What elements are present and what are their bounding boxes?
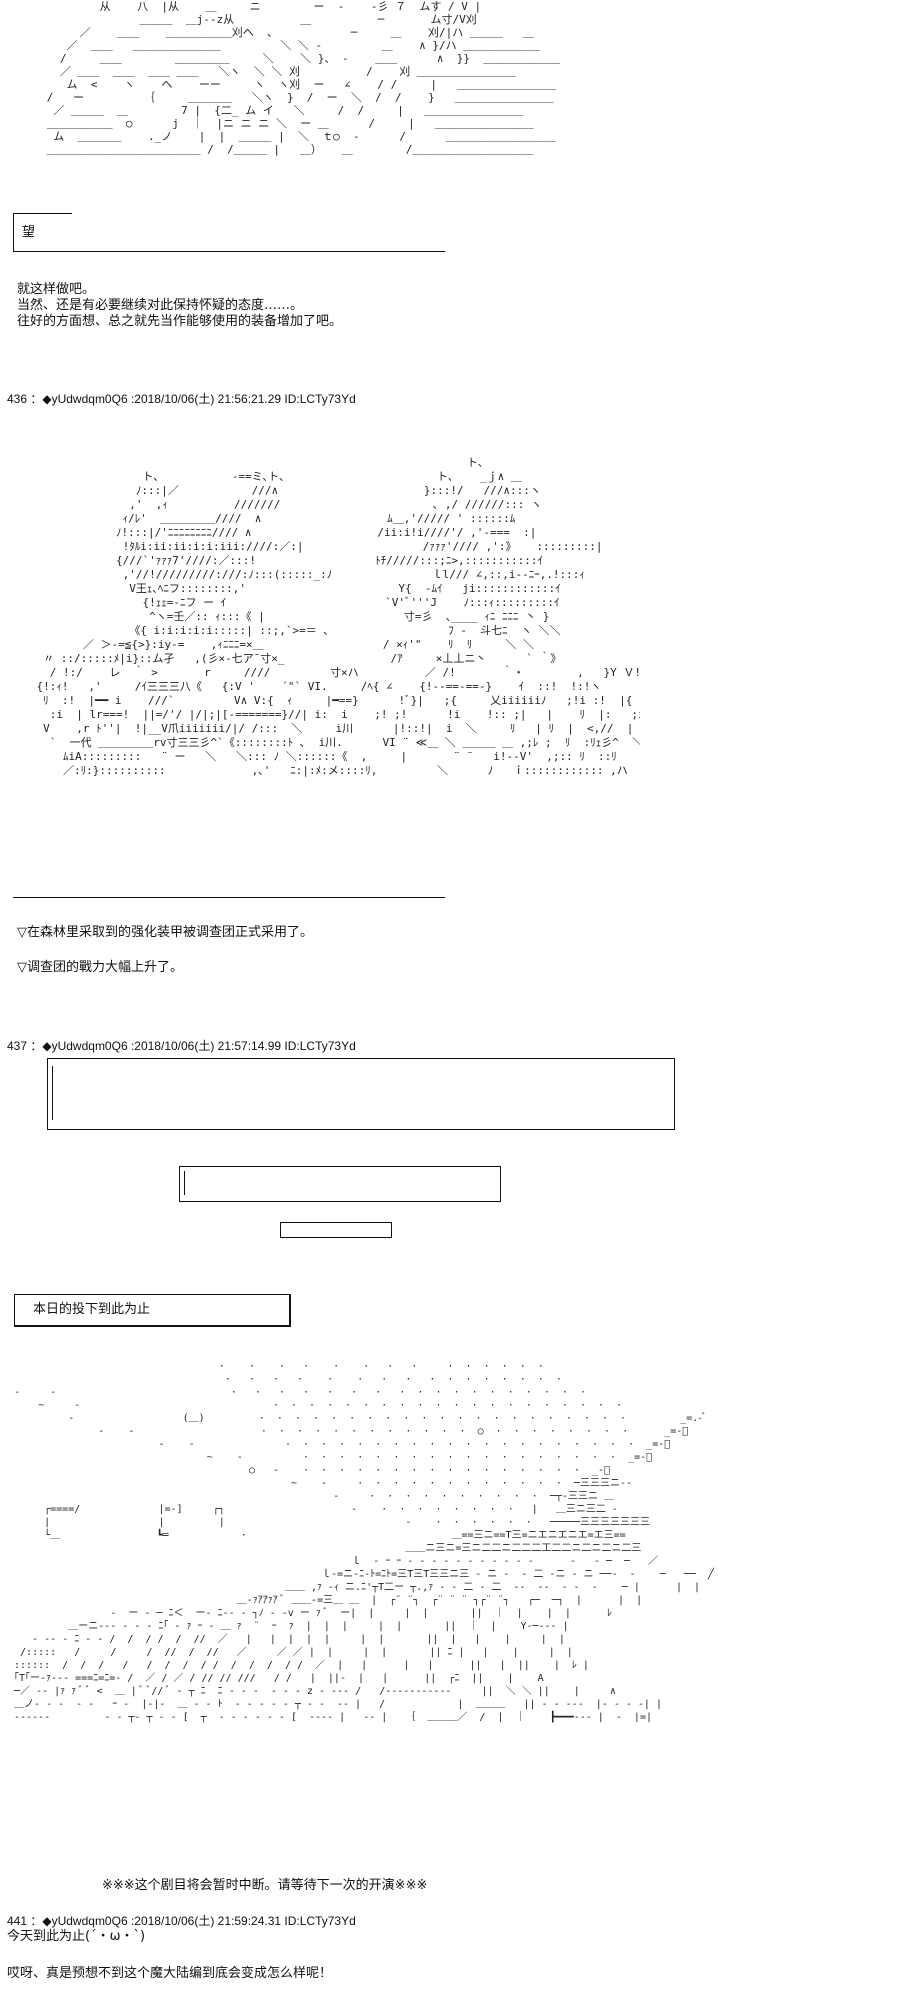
status-note: ▽调查团的戰力大幅上升了。: [17, 960, 183, 975]
end-of-posting-box: [14, 1294, 291, 1327]
notes-divider: [13, 897, 445, 898]
ascii-art-armored-figures: ト､ ト､ -==ミ､ト､ ト､ _ｊ∧ ＿ ﾉ:::|／ ///∧ }:::!…: [36, 456, 640, 777]
post-text-line: 哎呀、真是预想不到这个魔大陆编到底会变成怎么样呢！: [7, 1966, 333, 1981]
section-bracket-top: [13, 213, 72, 214]
section-divider: [13, 251, 445, 252]
stage-frame-small: [280, 1222, 392, 1238]
ascii-art-top: 从 八 |从 ＿ ニ ー ‐ -彡 ７ ムす / V | ＿＿＿ ＿j--z从 …: [46, 0, 561, 156]
section-label: 望: [22, 225, 36, 240]
stage-frame-large-inner: [52, 1066, 53, 1120]
post-text-line: 就这样做吧。: [17, 282, 96, 297]
post-text-line: 当然、还是有必要继续对此保持怀疑的态度……。: [17, 298, 304, 313]
post-header-441: 441 ：◆yUdwdqm0Q6 :2018/10/06(土) 21:59:24…: [7, 1914, 356, 1928]
section-bracket-left: [13, 213, 14, 251]
post-text-line: 往好的方面想、总之就先当作能够使用的装备增加了吧。: [17, 314, 343, 329]
status-note: ▽在森林里采取到的强化装甲被调查团正式采用了。: [17, 925, 313, 940]
end-of-posting-label: 本日的投下到此为止: [33, 1302, 151, 1317]
intermission-caption: ※※※这个剧目将会暂时中断。请等待下一次的开演※※※: [102, 1878, 428, 1893]
ascii-art-theater: · · · · · · · · · · · · · · · · · · · · …: [14, 1361, 714, 1723]
post-header-437: 437 ：◆yUdwdqm0Q6 :2018/10/06(土) 21:57:14…: [7, 1039, 356, 1053]
stage-frame-medium-inner: [184, 1171, 185, 1195]
post-header-436: 436 ：◆yUdwdqm0Q6 :2018/10/06(土) 21:56:21…: [7, 392, 356, 406]
stage-frame-medium: [179, 1166, 501, 1202]
post-text-line: 今天到此为止(´・ω・`): [7, 1929, 146, 1944]
stage-frame-large: [47, 1058, 675, 1130]
